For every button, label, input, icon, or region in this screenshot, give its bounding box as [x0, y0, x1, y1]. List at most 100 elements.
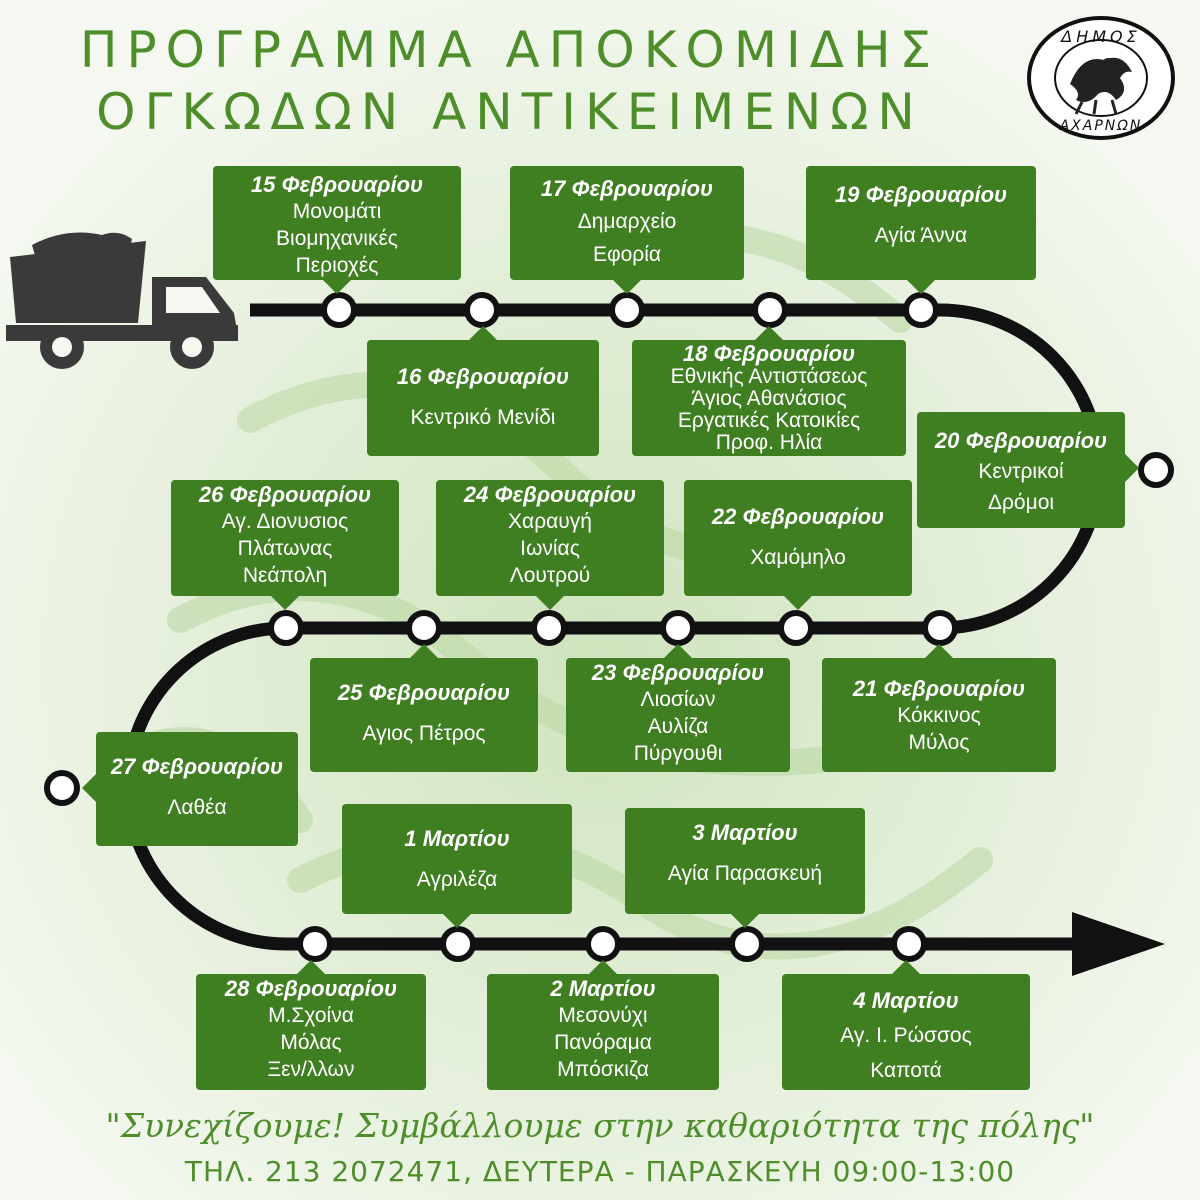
card-place: Δημαρχείο — [577, 210, 677, 233]
card-place: Περιοχές — [295, 254, 379, 277]
card-place: Αγ. Διονυσιος — [221, 510, 349, 533]
card-date: 16 Φεβρουαρίου — [396, 364, 570, 389]
route-stop — [729, 926, 765, 962]
route-stop — [752, 292, 788, 328]
card-place: Άγιος Αθανάσιος — [691, 387, 847, 410]
contact-info: ΤΗΛ. 213 2072471, ΔΕΥΤΕΡΑ - ΠΑΡΑΣΚΕΥΗ 09… — [184, 1155, 1016, 1188]
route-stop — [297, 926, 333, 962]
schedule-card-24-feb: 24 Φεβρουαρίου Χαραυγή Ιωνίας Λουτρού — [436, 480, 664, 610]
schedule-card-26-feb: 26 Φεβρουαρίου Αγ. Διονυσιος Πλάτωνας Νε… — [171, 480, 399, 610]
card-place: Καποτά — [870, 1059, 942, 1082]
card-date: 27 Φεβρουαρίου — [110, 754, 284, 779]
card-date: 2 Μαρτίου — [550, 976, 656, 1001]
schedule-card-17-feb: 17 Φεβρουαρίου Δημαρχείο Εφορία — [510, 166, 744, 294]
card-place: Πύργουθι — [633, 742, 723, 765]
route-stop — [778, 610, 814, 646]
logo-bottom-text: ΑΧΑΡΝΩΝ — [1059, 118, 1143, 134]
route-line — [121, 303, 1106, 951]
schedule-card-15-feb: 15 Φεβρουαρίου Μονομάτι Βιομηχανικές Περ… — [213, 166, 461, 294]
card-place: Αγία Παρασκευή — [667, 862, 823, 885]
logo-top-text: ΔΗΜΟΣ — [1059, 27, 1140, 46]
card-date: 22 Φεβρουαρίου — [711, 504, 885, 529]
card-place: Μ.Σχοίνα — [268, 1004, 354, 1027]
card-date: 21 Φεβρουαρίου — [852, 676, 1026, 701]
schedule-card-16-feb: 16 Φεβρουαρίου Κεντρικό Μενίδι — [367, 326, 599, 456]
schedule-card-21-feb: 21 Φεβρουαρίου Κόκκινος Μύλος — [822, 644, 1056, 772]
card-place: Χαμόμηλο — [750, 546, 846, 569]
route-stop — [406, 610, 442, 646]
schedule-card-3-mar: 3 Μαρτίου Αγία Παρασκευή — [625, 808, 865, 928]
card-place: Νεάπολη — [242, 564, 328, 587]
card-place: Κεντρικοί — [978, 460, 1064, 483]
card-place: Εφορία — [592, 243, 662, 266]
card-place: Μπόσκιζα — [557, 1058, 649, 1081]
card-date: 3 Μαρτίου — [692, 820, 798, 845]
card-place: Αυλίζα — [647, 715, 709, 738]
page-title-line-1: ΠΡΟΓΡΑΜΜΑ ΑΠΟΚΟΜΙΔΗΣ — [79, 21, 941, 79]
page-title-line-2: ΟΓΚΩΔΩΝ ΑΝΤΙΚΕΙΜΕΝΩΝ — [96, 83, 924, 141]
card-date: 25 Φεβρουαρίου — [337, 680, 511, 705]
card-place: Μεσονύχι — [558, 1004, 648, 1027]
card-place: Αγριλέζα — [416, 868, 498, 891]
route-stop — [585, 926, 621, 962]
schedule-card-18-feb: 18 Φεβρουαρίου Εθνικής Αντιστάσεως Άγιος… — [632, 326, 906, 456]
card-place: Χαραυγή — [508, 510, 592, 533]
card-place: Ξεν/λλων — [267, 1058, 355, 1081]
card-place: Μόλας — [280, 1031, 342, 1054]
card-date: 19 Φεβρουαρίου — [834, 182, 1008, 207]
route-stop — [531, 610, 567, 646]
schedule-card-23-feb: 23 Φεβρουαρίου Λιοσίων Αυλίζα Πύργουθι — [566, 644, 790, 772]
schedule-card-22-feb: 22 Φεβρουαρίου Χαμόμηλο — [684, 480, 912, 610]
card-place: Αγιος Πέτρος — [362, 722, 486, 745]
schedule-card-25-feb: 25 Φεβρουαρίου Αγιος Πέτρος — [310, 644, 538, 772]
route-stop — [660, 610, 696, 646]
route-stop — [464, 292, 500, 328]
card-date: 28 Φεβρουαρίου — [224, 976, 398, 1001]
card-place: Λουτρού — [509, 564, 591, 587]
card-place: Βιομηχανικές — [276, 227, 398, 250]
card-date: 4 Μαρτίου — [853, 988, 959, 1013]
card-date: 20 Φεβρουαρίου — [934, 428, 1108, 453]
route-stop — [922, 610, 958, 646]
card-place: Λαθέα — [167, 796, 227, 819]
card-place: Πανόραμα — [554, 1031, 652, 1054]
route-stop — [891, 926, 927, 962]
schedule-card-28-feb: 28 Φεβρουαρίου Μ.Σχοίνα Μόλας Ξεν/λλων — [196, 960, 426, 1090]
route-stop — [321, 292, 357, 328]
card-place: Δρόμοι — [987, 491, 1055, 514]
route-stop — [609, 292, 645, 328]
card-place: Μύλος — [908, 731, 970, 754]
schedule-card-20-feb: 20 Φεβρουαρίου Κεντρικοί Δρόμοι — [917, 412, 1139, 528]
card-place: Λιοσίων — [640, 688, 716, 711]
slogan-text: "Συνεχίζουμε! Συμβάλλουμε στην καθαριότη… — [105, 1106, 1095, 1145]
card-date: 17 Φεβρουαρίου — [540, 176, 714, 201]
card-place: Κόκκινος — [897, 704, 981, 727]
card-date: 18 Φεβρουαρίου — [682, 341, 856, 366]
route-stop — [1138, 452, 1174, 488]
card-date: 1 Μαρτίου — [404, 826, 510, 851]
route-stop — [268, 610, 304, 646]
card-date: 23 Φεβρουαρίου — [591, 660, 765, 685]
card-place: Αγ. Ι. Ρώσσος — [840, 1024, 972, 1047]
dump-truck-icon — [6, 232, 238, 369]
route-stop — [903, 292, 939, 328]
card-place: Προφ. Ηλία — [715, 431, 823, 454]
arrow-right-icon — [1072, 912, 1165, 976]
schedule-card-19-feb: 19 Φεβρουαρίου Αγία Άννα — [806, 166, 1036, 294]
card-date: 26 Φεβρουαρίου — [198, 482, 372, 507]
schedule-card-2-mar: 2 Μαρτίου Μεσονύχι Πανόραμα Μπόσκιζα — [487, 960, 719, 1090]
route-stop — [44, 770, 80, 806]
card-place: Μονομάτι — [292, 200, 382, 223]
card-date: 15 Φεβρουαρίου — [250, 172, 424, 197]
card-place: Κεντρικό Μενίδι — [410, 406, 556, 429]
municipality-logo: ΔΗΜΟΣ ΑΧΑΡΝΩΝ — [1027, 16, 1175, 140]
schedule-card-1-mar: 1 Μαρτίου Αγριλέζα — [342, 804, 572, 928]
schedule-card-4-mar: 4 Μαρτίου Αγ. Ι. Ρώσσος Καποτά — [782, 960, 1030, 1090]
card-place: Εργατικές Κατοικίες — [677, 409, 861, 432]
card-place: Εθνικής Αντιστάσεως — [670, 365, 868, 388]
card-date: 24 Φεβρουαρίου — [463, 482, 637, 507]
card-place: Αγία Άννα — [874, 224, 968, 247]
schedule-card-27-feb: 27 Φεβρουαρίου Λαθέα — [82, 732, 298, 846]
card-place: Ιωνίας — [520, 537, 580, 560]
